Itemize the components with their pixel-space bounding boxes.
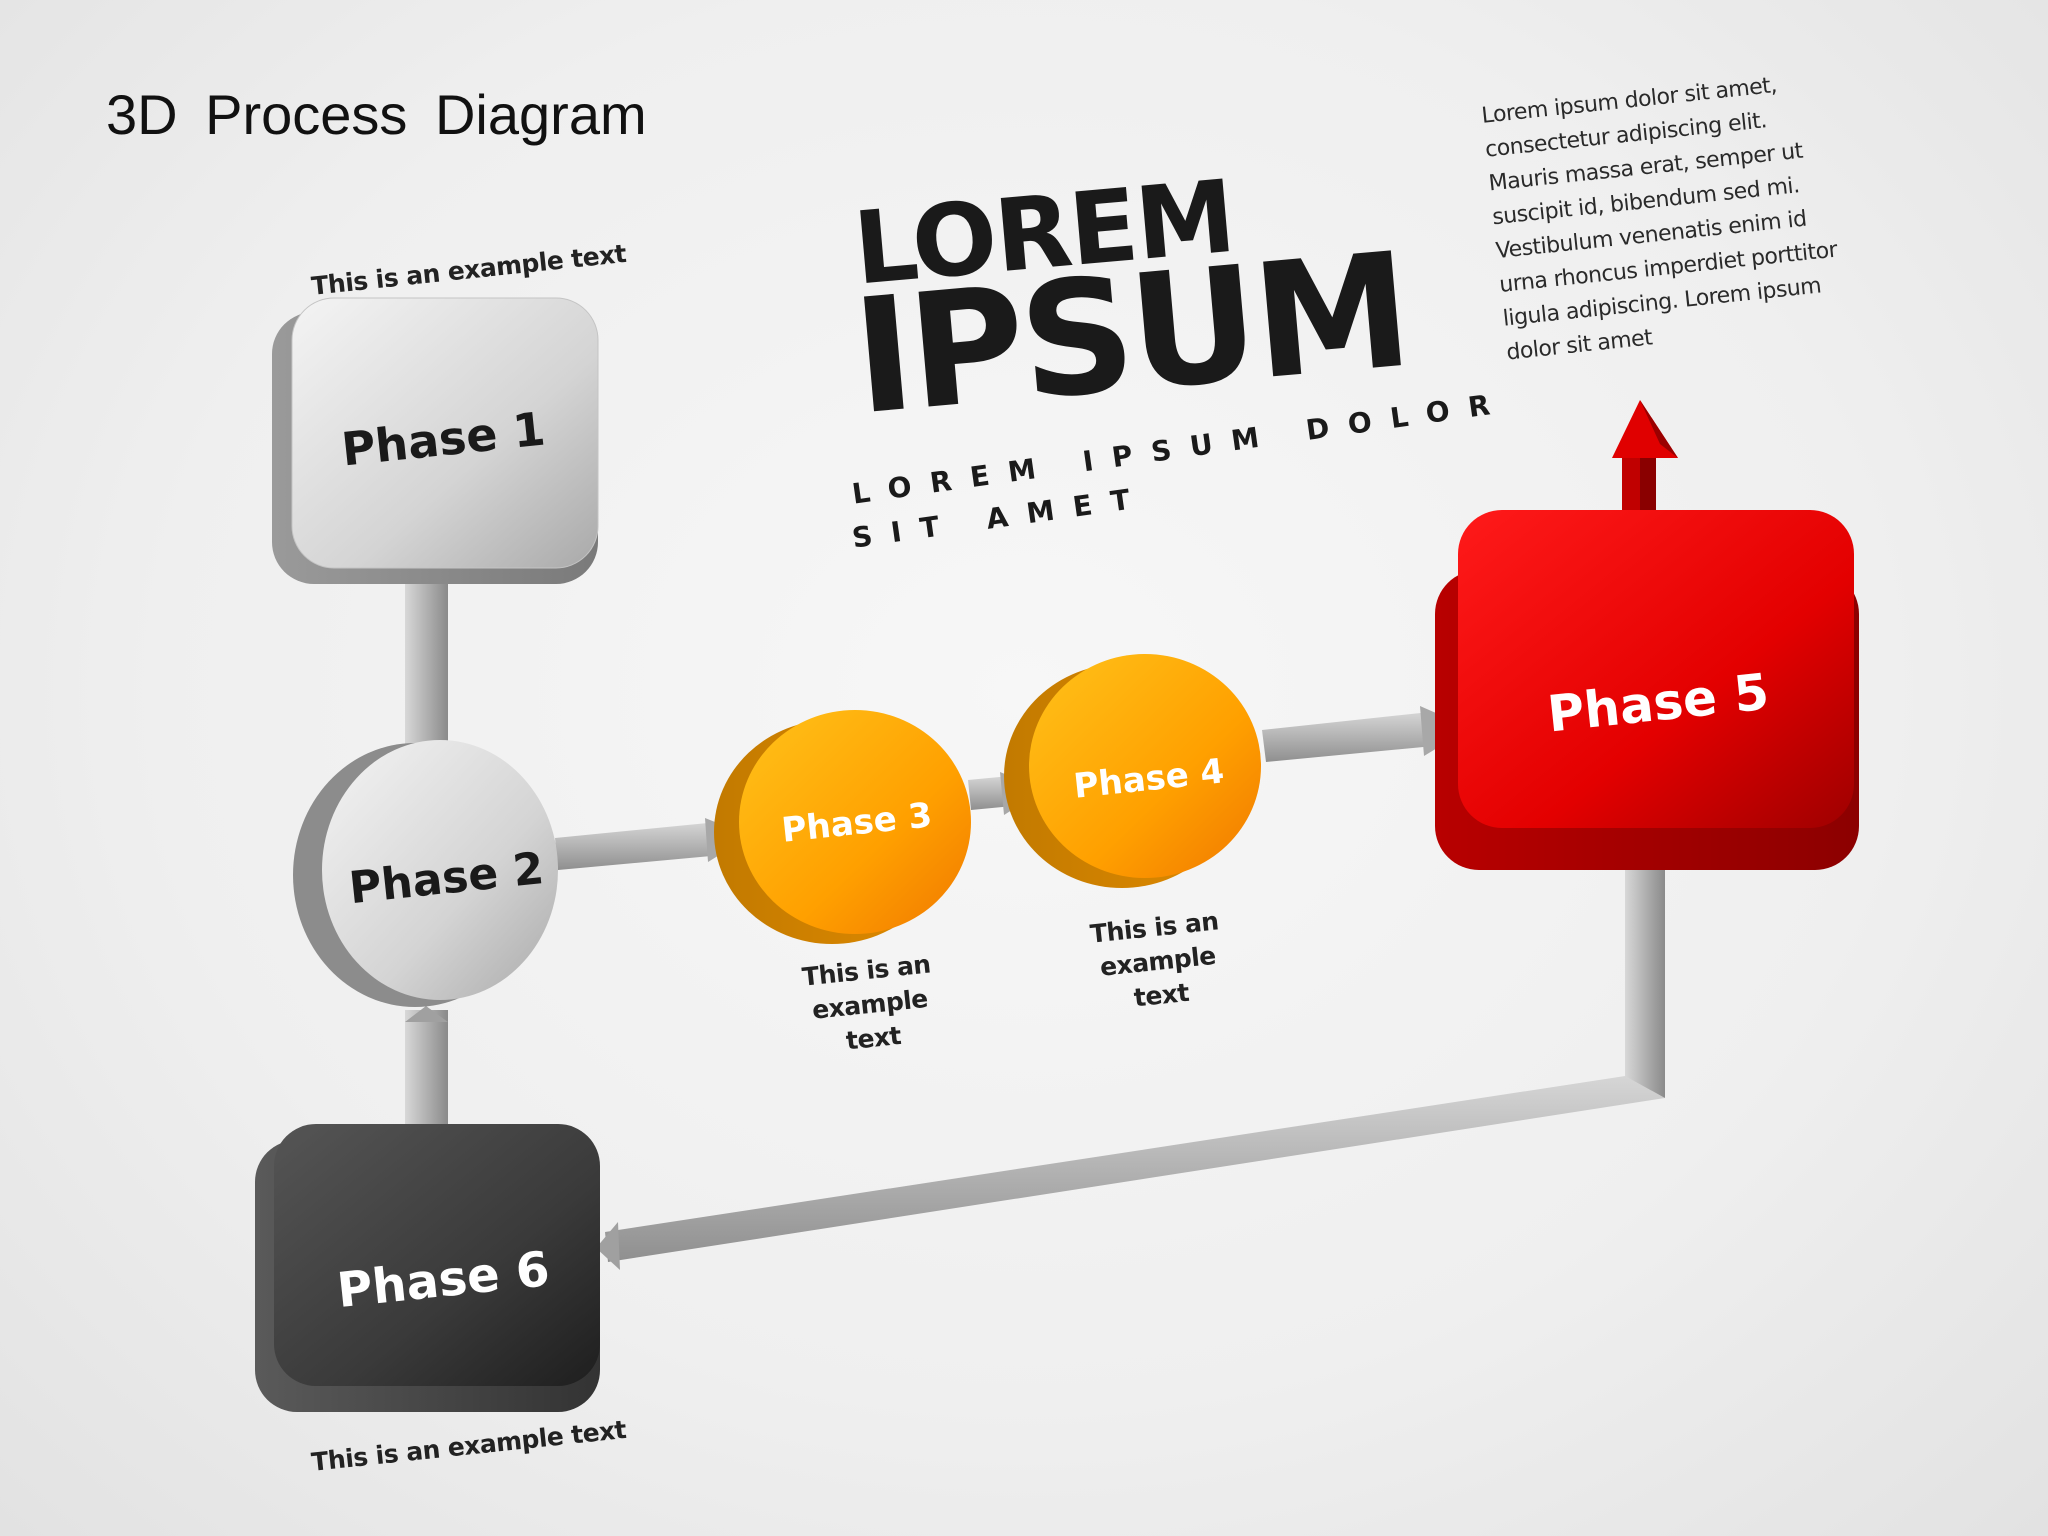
arrowhead-into-phase6	[596, 1222, 620, 1270]
node-phase3: Phase 3	[714, 710, 971, 944]
headline-ipsum: IPSUM	[846, 218, 1415, 451]
connector-phase4-phase5	[1262, 712, 1434, 762]
connector-phase1-phase2	[405, 570, 448, 760]
caption-phase3: This is an example text	[800, 949, 932, 1056]
connector-phase2-phase3	[555, 822, 722, 870]
node-phase6: Phase 6	[255, 1124, 600, 1412]
node-phase1: Phase 1	[272, 297, 599, 584]
connector-phase5-phase6-long	[605, 1076, 1665, 1262]
node-phase2: Phase 2	[293, 740, 558, 1007]
connector-phase5-down	[1625, 845, 1665, 1098]
arrowhead-into-phase2-bottom	[405, 1006, 448, 1022]
description-paragraph: Lorem ipsum dolor sit amet, consectetur …	[1480, 72, 1839, 366]
node-phase4: Phase 4	[1004, 654, 1261, 888]
node-phase5: Phase 5	[1435, 510, 1859, 870]
slide-title: 3D Process Diagram	[106, 83, 647, 146]
connector-phase6-phase2	[405, 1010, 448, 1160]
caption-phase4: This is an example text	[1088, 906, 1220, 1013]
